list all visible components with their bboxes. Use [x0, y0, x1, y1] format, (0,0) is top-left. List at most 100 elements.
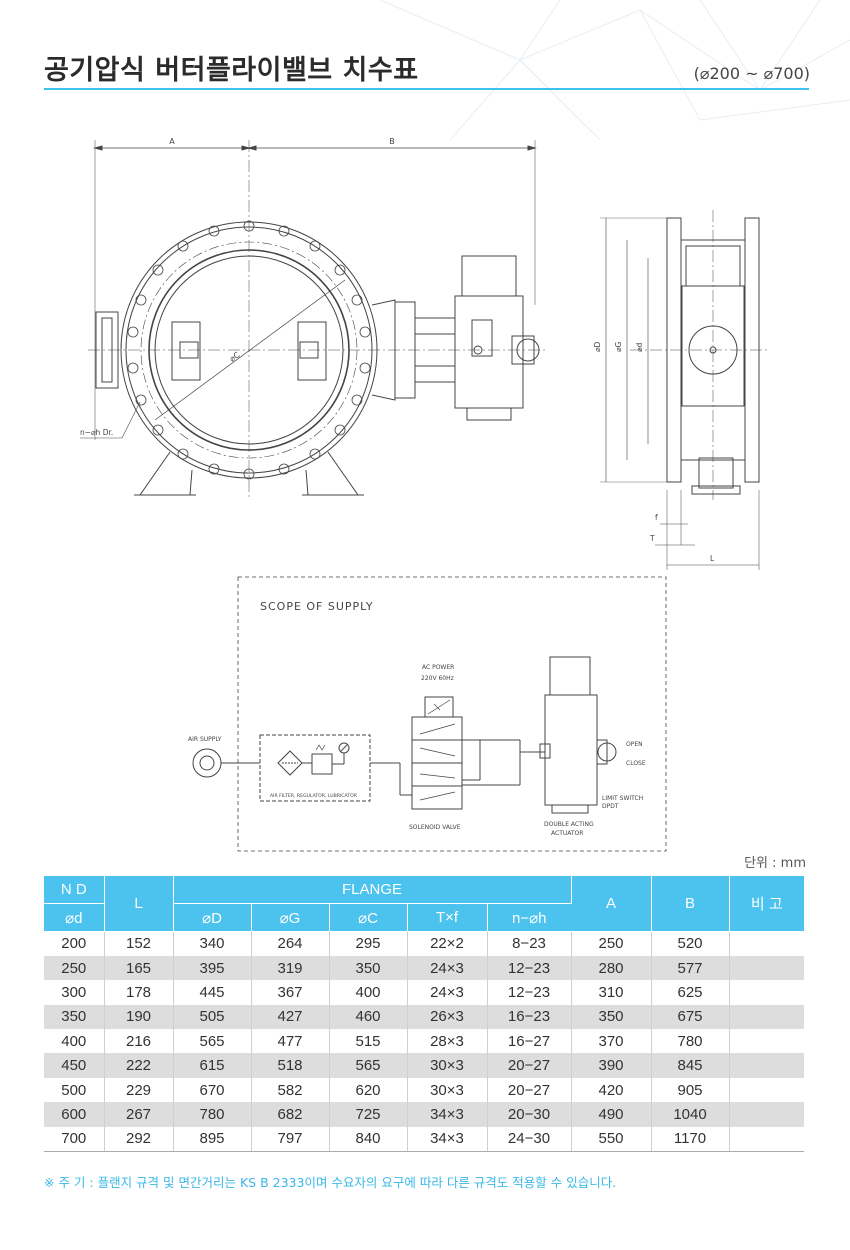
table-cell: 12−23: [487, 955, 572, 981]
table-cell: 350: [44, 1004, 105, 1030]
table-cell: 620: [329, 1077, 408, 1103]
dim-D-label: ⌀D: [593, 341, 602, 352]
header-G: ⌀G: [251, 903, 330, 931]
table-cell: 28×3: [407, 1029, 488, 1054]
table-cell: 30×3: [407, 1077, 488, 1103]
table-cell: 550: [571, 1126, 652, 1153]
front-view: A B ⌀C: [80, 137, 545, 500]
table-cell: 1040: [651, 1102, 730, 1127]
table-cell: 24×3: [407, 980, 488, 1005]
table-cell: [729, 1078, 804, 1102]
table-cell: 490: [571, 1102, 652, 1127]
table-cell: 675: [651, 1004, 730, 1030]
table-cell: 682: [251, 1102, 330, 1127]
filter-label: AIR FILTER, REGULATOR, LUBRICATOR: [270, 793, 358, 799]
table-cell: 350: [571, 1004, 652, 1030]
table-cell: 577: [651, 955, 730, 981]
table-cell: 8−23: [487, 931, 572, 956]
table-cell: 280: [571, 955, 652, 981]
technical-drawing: A B ⌀C: [80, 137, 770, 852]
table-cell: 250: [44, 955, 105, 981]
table-cell: 477: [251, 1029, 330, 1054]
table-cell: 24−30: [487, 1126, 572, 1153]
table-cell: 520: [651, 931, 730, 956]
scope-title: SCOPE OF SUPPLY: [260, 600, 374, 613]
table-cell: 216: [104, 1029, 174, 1054]
header-nd: N D: [44, 876, 105, 904]
table-cell: 500: [44, 1077, 105, 1103]
footnote: ※ 주 기 : 플랜지 규격 및 면간거리는 KS B 2333이며 수요자의 …: [44, 1175, 617, 1190]
unit-label: 단위 : mm: [744, 856, 806, 871]
table-cell: 450: [44, 1053, 105, 1078]
side-view: ⌀D ⌀G ⌀d f T L: [593, 210, 770, 570]
size-range: (⌀200 ~ ⌀700): [693, 64, 810, 83]
table-cell: 264: [251, 931, 330, 956]
table-cell: 20−30: [487, 1102, 572, 1127]
dimension-table: N D L FLANGE A B 비 고 ⌀d ⌀D ⌀G ⌀C T×f n−⌀…: [44, 876, 804, 1153]
header-d: ⌀d: [44, 903, 105, 931]
scope-of-supply-diagram: SCOPE OF SUPPLY AIR SUPPLY AIR FILTER, R…: [188, 576, 667, 852]
background-pattern: [379, 0, 850, 140]
voltage-label: 220V 60Hz: [421, 675, 454, 682]
table-cell: 16−23: [487, 1004, 572, 1030]
table-cell: 400: [329, 980, 408, 1005]
table-cell: 797: [251, 1126, 330, 1153]
table-cell: 20−27: [487, 1077, 572, 1103]
dim-T-label: T: [649, 534, 655, 543]
table-cell: 845: [651, 1053, 730, 1078]
table-cell: 26×3: [407, 1004, 488, 1030]
table-cell: 292: [104, 1126, 174, 1153]
table-cell: 20−27: [487, 1053, 572, 1078]
actuator-label-1: DOUBLE ACTING: [544, 821, 594, 828]
table-cell: 780: [651, 1029, 730, 1054]
table-cell: 350: [329, 955, 408, 981]
table-cell: 445: [173, 980, 252, 1005]
ac-power-label: AC POWER: [422, 664, 454, 671]
air-supply-label: AIR SUPPLY: [188, 736, 222, 743]
table-cell: 367: [251, 980, 330, 1005]
page-title: 공기압식 버터플라이밸브 치수표: [44, 55, 419, 86]
table-cell: 895: [173, 1126, 252, 1153]
header-flange: FLANGE: [173, 876, 572, 904]
table-cell: 340: [173, 931, 252, 956]
dim-L-label: L: [710, 554, 715, 563]
table-cell: 427: [251, 1004, 330, 1030]
table-cell: 295: [329, 931, 408, 956]
header-Tf: T×f: [407, 903, 488, 931]
dpdt-label: DPDT: [602, 803, 619, 810]
table-cell: [729, 1053, 804, 1078]
header-nh: n−⌀h: [487, 903, 571, 931]
table-cell: 319: [251, 955, 330, 981]
table-cell: 582: [251, 1077, 330, 1103]
table-cell: 400: [44, 1029, 105, 1054]
table-cell: 460: [329, 1004, 408, 1030]
table-cell: 395: [173, 955, 252, 981]
table-cell: 300: [44, 980, 105, 1005]
table-cell: 840: [329, 1126, 408, 1153]
table-cell: 24×3: [407, 955, 488, 981]
header-A: A: [571, 876, 652, 932]
table-cell: 34×3: [407, 1126, 488, 1153]
table-cell: 1170: [651, 1126, 730, 1153]
table-cell: [729, 1102, 804, 1127]
dim-B-label: B: [389, 137, 395, 146]
header-remark: 비 고: [729, 876, 804, 932]
table-cell: 178: [104, 980, 174, 1005]
dim-d-label: ⌀d: [635, 342, 644, 352]
table-cell: [729, 931, 804, 956]
table-cell: 34×3: [407, 1102, 488, 1127]
table-cell: [729, 1029, 804, 1053]
header-D: ⌀D: [173, 903, 252, 931]
table-cell: [729, 1004, 804, 1030]
table-cell: 30×3: [407, 1053, 488, 1078]
dim-f-label: f: [655, 513, 658, 522]
table-cell: 565: [173, 1029, 252, 1054]
